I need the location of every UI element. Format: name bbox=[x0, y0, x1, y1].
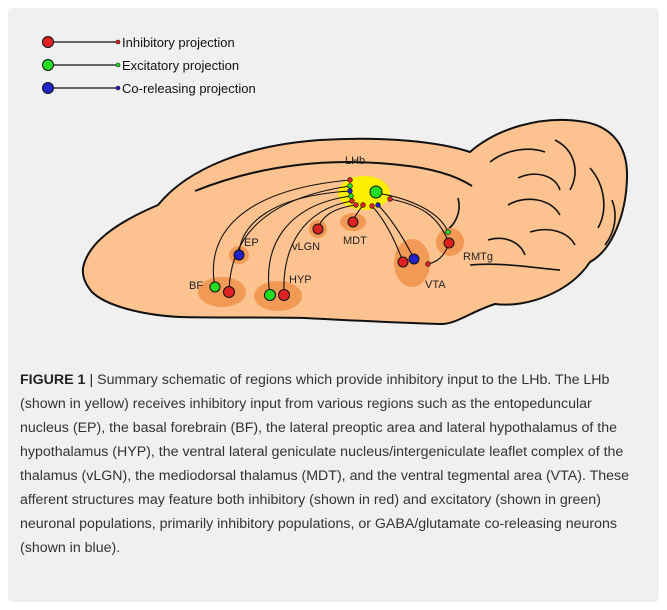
lhb-excitatory-neuron bbox=[370, 186, 382, 198]
legend-co-releasing-dot bbox=[43, 83, 54, 94]
mdt-inhibitory-neuron bbox=[348, 217, 358, 227]
bf-inhibitory-neuron bbox=[224, 287, 235, 298]
hyp-excitatory-neuron bbox=[265, 290, 276, 301]
caption-separator: | bbox=[89, 372, 93, 388]
figure-label: FIGURE 1 bbox=[20, 372, 85, 388]
legend-excitatory-dot bbox=[43, 60, 54, 71]
ep-co-releasing-neuron bbox=[234, 250, 244, 260]
legend-item-co-releasing: Co-releasing projection bbox=[43, 81, 256, 96]
caption-text: Summary schematic of regions which provi… bbox=[20, 372, 629, 556]
vlgn-label: vLGN bbox=[292, 241, 320, 253]
bf-label: BF bbox=[189, 280, 203, 292]
mdt-label: MDT bbox=[343, 235, 367, 247]
legend-inhibitory-dot bbox=[43, 37, 54, 48]
legend-inhibitory-label: Inhibitory projection bbox=[122, 35, 235, 50]
vlgn-inhibitory-neuron bbox=[313, 224, 323, 234]
legend: Inhibitory projection Excitatory project… bbox=[43, 35, 256, 96]
hyp-label: HYP bbox=[289, 274, 312, 286]
bf-halo bbox=[198, 277, 246, 307]
ep-label: EP bbox=[244, 237, 259, 249]
legend-item-excitatory: Excitatory projection bbox=[43, 58, 240, 73]
vta-inhibitory-neuron bbox=[398, 257, 408, 267]
vta-co-releasing-neuron bbox=[409, 254, 419, 264]
bf-excitatory-neuron bbox=[210, 282, 220, 292]
rmtg-inhibitory-neuron bbox=[444, 238, 454, 248]
vta-label: VTA bbox=[425, 279, 446, 291]
lhb-label: LHb bbox=[345, 155, 365, 167]
figure-caption: FIGURE 1|Summary schematic of regions wh… bbox=[20, 368, 642, 560]
legend-excitatory-label: Excitatory projection bbox=[122, 58, 239, 73]
rmtg-label: RMTg bbox=[463, 251, 493, 263]
legend-co-releasing-label: Co-releasing projection bbox=[122, 81, 256, 96]
legend-item-inhibitory: Inhibitory projection bbox=[43, 35, 235, 50]
hyp-inhibitory-neuron bbox=[279, 290, 290, 301]
